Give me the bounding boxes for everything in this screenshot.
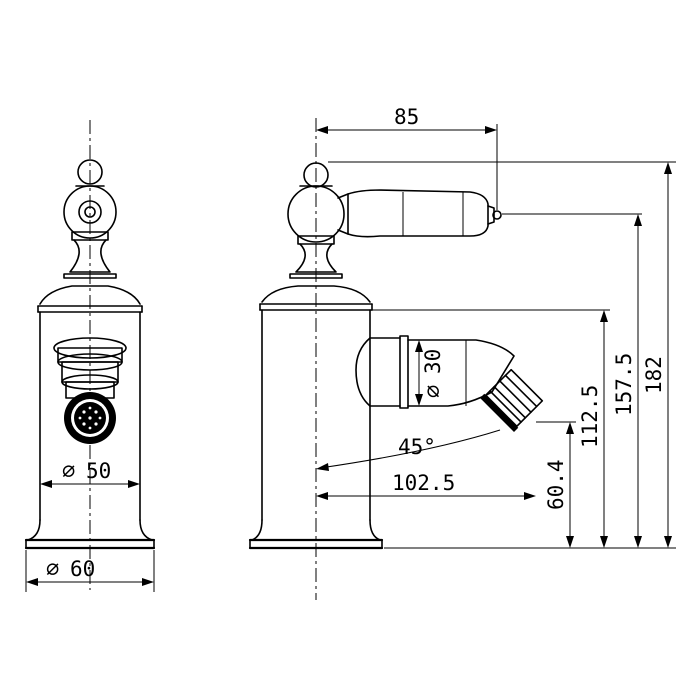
spout-diameter-symbol: ⌀ xyxy=(421,385,446,398)
aerator-height-label: 60.4 xyxy=(544,459,568,510)
side-aerator xyxy=(480,368,544,432)
side-handle xyxy=(287,162,502,279)
dim-total-height: 182 xyxy=(642,162,672,548)
dim-spout-height: 112.5 xyxy=(578,310,608,548)
base-diameter-label: 60 xyxy=(70,557,95,581)
spout-height-label: 112.5 xyxy=(578,385,602,448)
body-diameter-symbol: ⌀ xyxy=(62,459,75,484)
body-diameter-label: 50 xyxy=(86,459,111,483)
front-handle xyxy=(63,159,117,279)
dim-top-width: 85 xyxy=(316,105,498,210)
dim-spout-diameter: ⌀ 30 xyxy=(415,340,446,406)
front-view: ⌀ 50 ⌀ 60 xyxy=(24,120,156,592)
side-spout xyxy=(355,335,544,432)
spout-diameter-label: 30 xyxy=(421,349,445,374)
dim-aerator-height: 60.4 xyxy=(544,422,574,548)
top-width-label: 85 xyxy=(394,105,419,129)
dim-body-diameter: ⌀ 50 xyxy=(40,459,140,488)
front-spout xyxy=(53,337,127,444)
spout-angle-label: 45° xyxy=(398,435,436,459)
side-view: ⌀ 30 45° 102.5 85 xyxy=(248,105,676,600)
dim-handle-height: 157.5 xyxy=(612,214,642,548)
handle-height-label: 157.5 xyxy=(612,353,636,416)
dim-base-diameter: ⌀ 60 xyxy=(25,550,155,592)
front-body xyxy=(24,285,156,550)
side-body xyxy=(248,285,384,550)
dim-spout-reach: 102.5 xyxy=(316,471,536,500)
spout-reach-label: 102.5 xyxy=(392,471,455,495)
dim-spout-angle: 45° xyxy=(316,429,501,471)
extension-lines xyxy=(328,161,676,549)
total-height-label: 182 xyxy=(642,356,666,394)
base-diameter-symbol: ⌀ xyxy=(46,557,59,582)
